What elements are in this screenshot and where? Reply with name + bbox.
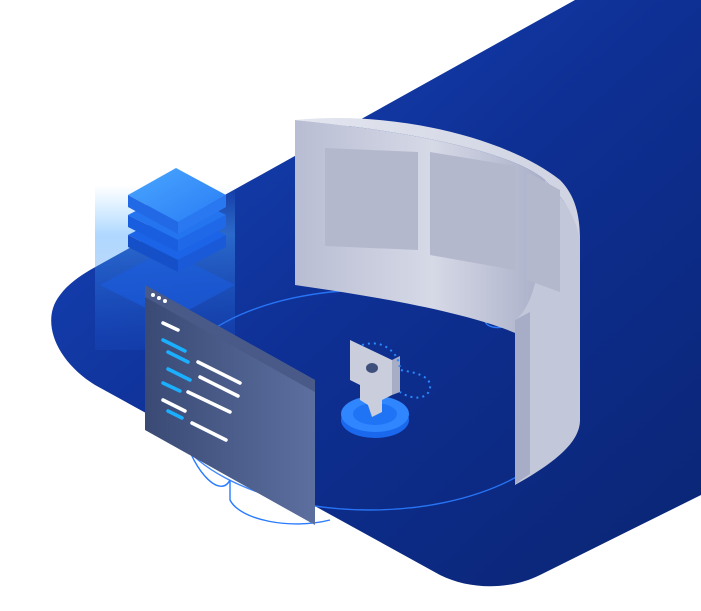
- database-stack-icon: [95, 168, 235, 350]
- panel-pane: [430, 152, 515, 270]
- key-icon: [341, 340, 432, 438]
- curved-display-panel: [295, 118, 580, 485]
- code-editor-window: [145, 285, 315, 525]
- panel-pane: [527, 172, 560, 292]
- circuit-line: [179, 419, 331, 525]
- panel-pane: [325, 148, 418, 250]
- window-controls: [151, 293, 167, 303]
